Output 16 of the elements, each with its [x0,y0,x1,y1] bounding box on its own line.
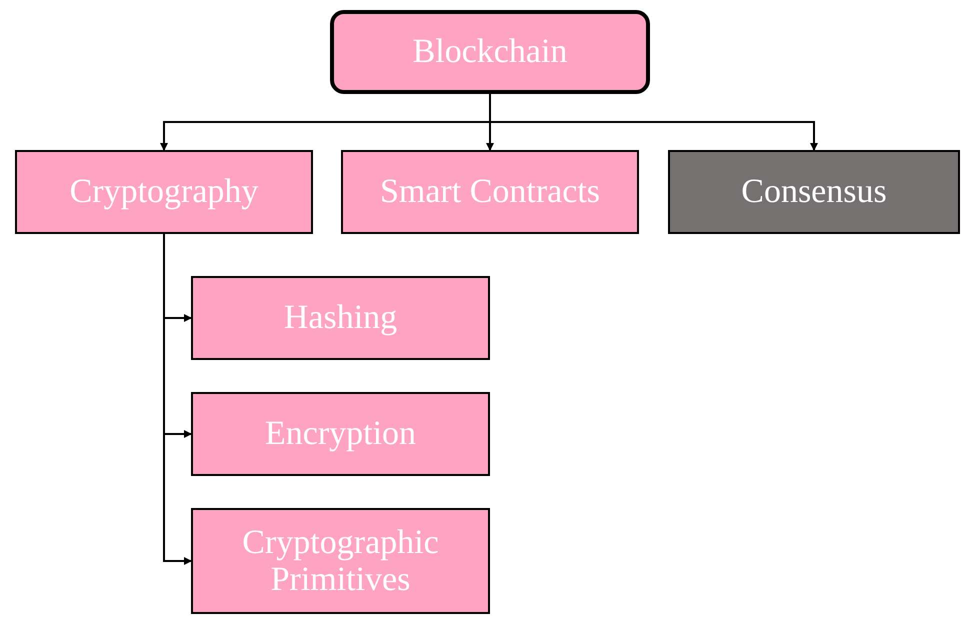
topic-box [191,276,490,360]
arrow [489,94,818,151]
arrow [163,234,192,565]
node-label: Cryptographic Primitives [241,524,440,598]
topic-box [15,150,313,234]
node-label: Cryptography [70,173,258,211]
node-label: Encryption [264,415,416,453]
node-label: Consensus [741,173,887,211]
node-label: Hashing [284,299,398,337]
root-box [330,10,650,94]
node-label: Blockchain [412,33,568,71]
topic-box [341,150,639,234]
topic-box [191,508,490,614]
topic-box [668,150,960,234]
topic-box [191,392,490,476]
node-label: Smart Contracts [380,173,600,211]
